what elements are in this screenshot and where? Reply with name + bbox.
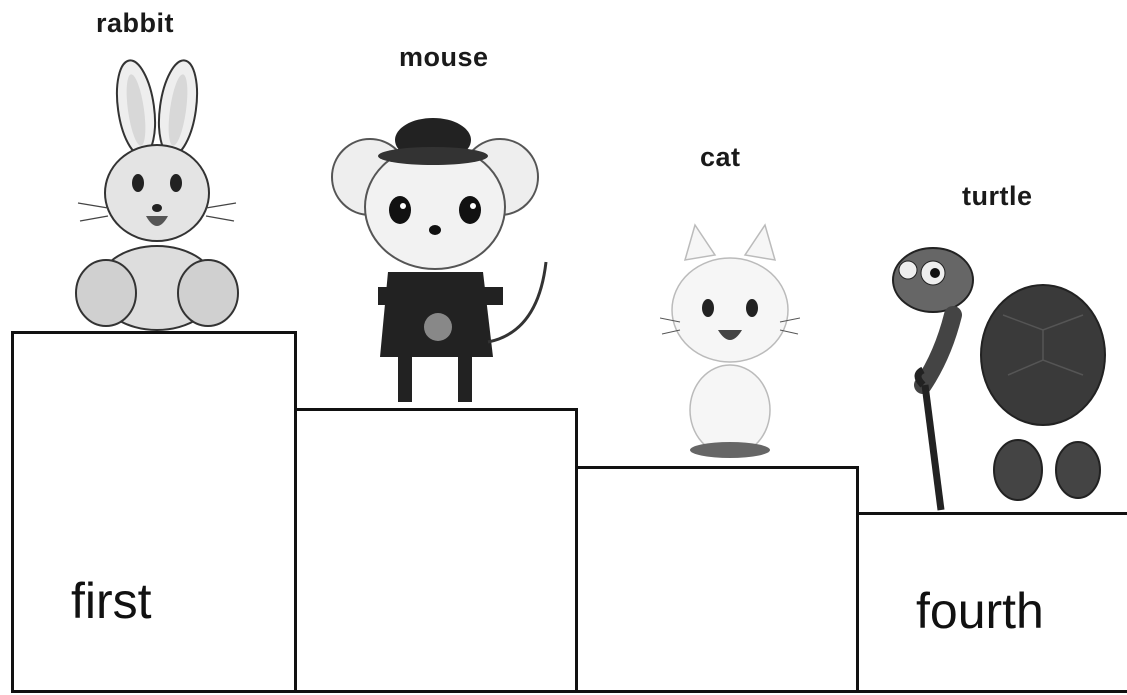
step-third [575, 466, 859, 693]
animal-label-turtle: turtle [962, 181, 1033, 211]
rabbit-icon [75, 59, 239, 331]
cat-icon [660, 223, 800, 458]
animal-label-mouse: mouse [399, 42, 489, 72]
step-fourth [856, 512, 1127, 693]
mouse-icon [331, 118, 548, 402]
rank-label-fourth: fourth [916, 583, 1044, 639]
animal-label-rabbit: rabbit [96, 8, 175, 38]
step-second [294, 408, 578, 693]
rank-label-first: first [71, 573, 152, 629]
animal-label-cat: cat [700, 142, 741, 172]
turtle-icon [892, 247, 1106, 511]
step-first [11, 331, 297, 693]
